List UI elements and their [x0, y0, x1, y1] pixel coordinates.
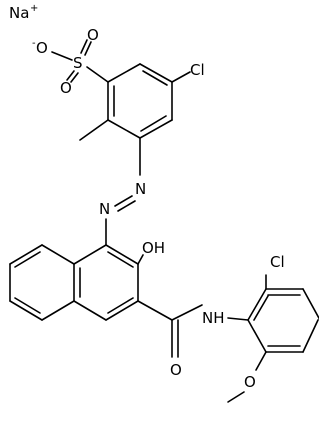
- bond-ring4-o: [255, 351, 267, 371]
- ring2-bond-4: [73, 300, 107, 321]
- ring2-bond-3: [105, 300, 139, 321]
- azo-n-lower-label: N: [99, 200, 110, 218]
- ring4-bond-1: [247, 288, 267, 321]
- bond-s-ring: [86, 66, 109, 83]
- bond-s-o-bottom-b: [70, 72, 79, 83]
- bond-ring2-carbonyl: [137, 300, 173, 321]
- bond-c-n: [171, 304, 203, 321]
- ring3-bond-2-inner: [14, 251, 41, 268]
- bond-s-o-top-b: [80, 39, 88, 54]
- bond-o-methyl: [227, 391, 245, 403]
- ring1-bond-4-inner: [140, 115, 167, 132]
- azo-double-a: [114, 195, 133, 207]
- sodium-charge: +: [30, 3, 38, 14]
- sulfonate-charge: -: [32, 38, 36, 49]
- methoxy-o-label: O: [244, 373, 256, 391]
- bond-ring1-cl: [171, 71, 191, 83]
- bond-s-o-bottom-a: [66, 70, 75, 81]
- bond-methyl: [79, 119, 109, 141]
- ring3-bond-5: [41, 300, 75, 321]
- ring4-bond-6: [247, 319, 267, 353]
- chloro-top-label: Cl: [190, 61, 205, 79]
- bond-o-s: [51, 51, 73, 61]
- ring1-bond-2: [139, 63, 173, 83]
- sulfonate-o-minus: O: [36, 39, 48, 57]
- ring2-bond-1: [105, 244, 139, 265]
- bond-n-ring4: [227, 317, 249, 321]
- azo-double-b: [117, 200, 136, 212]
- ring3-bond-4: [9, 300, 43, 321]
- ring3-bond-1: [41, 244, 75, 265]
- ring4-bond-1-inner: [253, 295, 269, 321]
- chloro-right-label: Cl: [270, 253, 285, 271]
- ring1-bond-4: [139, 119, 173, 139]
- ring2-bond-6: [73, 244, 107, 265]
- ring1-bond-1: [107, 63, 141, 83]
- sulfonate-o-bottom: O: [60, 79, 72, 97]
- sulfonate-o-top: O: [87, 26, 99, 44]
- sodium-label: Na: [9, 4, 29, 22]
- ring2-bond-1-inner: [107, 251, 134, 268]
- bond-oh: [137, 254, 144, 265]
- ring4-bond-3: [302, 288, 319, 320]
- ring1-bond-5: [107, 119, 141, 139]
- azo-n-upper-label: N: [135, 180, 146, 198]
- bond-s-o-top-a: [84, 41, 92, 56]
- amide-nh-label: NH: [202, 309, 225, 327]
- hydroxyl-label: OH: [142, 239, 165, 257]
- amide-o-label: O: [170, 361, 182, 379]
- ring2-bond-3-inner: [107, 297, 134, 314]
- ring4-bond-4: [302, 319, 319, 353]
- ring3-bond-4-inner: [14, 297, 41, 314]
- ring1-bond-2-inner: [142, 70, 168, 86]
- ring3-bond-2: [9, 244, 43, 265]
- sulfur-label: S: [73, 54, 83, 72]
